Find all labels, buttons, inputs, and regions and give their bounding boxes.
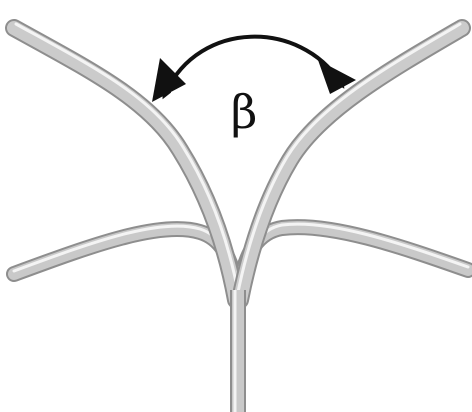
lower-left-branch-tube — [14, 226, 236, 285]
stem-tube — [235, 290, 238, 412]
angle-beta-label: β — [231, 85, 258, 139]
lower-right-branch-tube — [240, 224, 468, 285]
